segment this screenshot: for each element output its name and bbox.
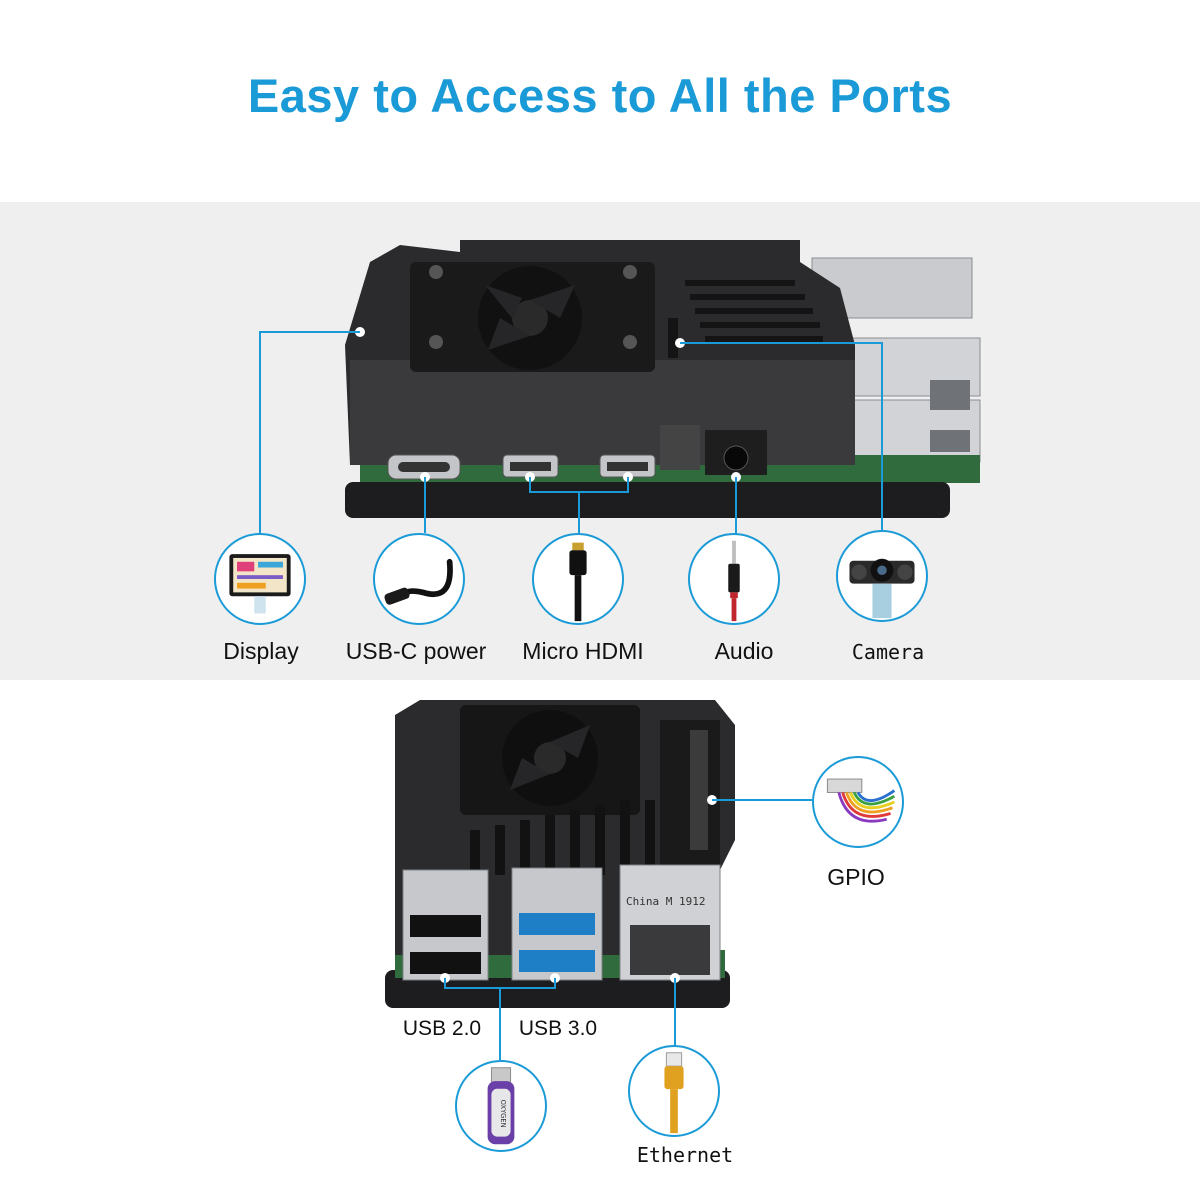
port-label-display: Display [223,638,299,664]
port-label-ethernet: Ethernet [636,1143,734,1167]
ribbon-cable-icon [812,756,904,848]
port-label-micro-hdmi: Micro HDMI [522,638,644,664]
ethernet-cable-icon [628,1045,720,1137]
pi-case-front-view: China M 1912 [385,700,735,1008]
port-label-camera: Camera [851,640,925,664]
bottom-callout-lines [444,799,812,1062]
page-title: Easy to Access to All the Ports [247,69,953,122]
display-icon [214,533,306,625]
usb-c-cable-icon [373,533,465,625]
camera-module-icon [836,530,928,622]
port-label-gpio: GPIO [827,864,885,890]
audio-jack-icon [688,533,780,625]
top-callout-lines [259,331,883,546]
port-label-audio: Audio [714,638,774,664]
port-label-usb3: USB 3.0 [518,1017,598,1040]
pi-case-side-view [345,240,981,518]
usb-flash-drive-icon: OXYGEN [455,1060,547,1152]
port-label-usb2: USB 2.0 [402,1017,482,1040]
port-label-usb-c: USB-C power [345,638,487,664]
micro-hdmi-cable-icon [532,533,624,625]
flash-drive-brand: OXYGEN [499,1100,507,1128]
ethernet-jack-text: China M 1912 [626,895,705,908]
